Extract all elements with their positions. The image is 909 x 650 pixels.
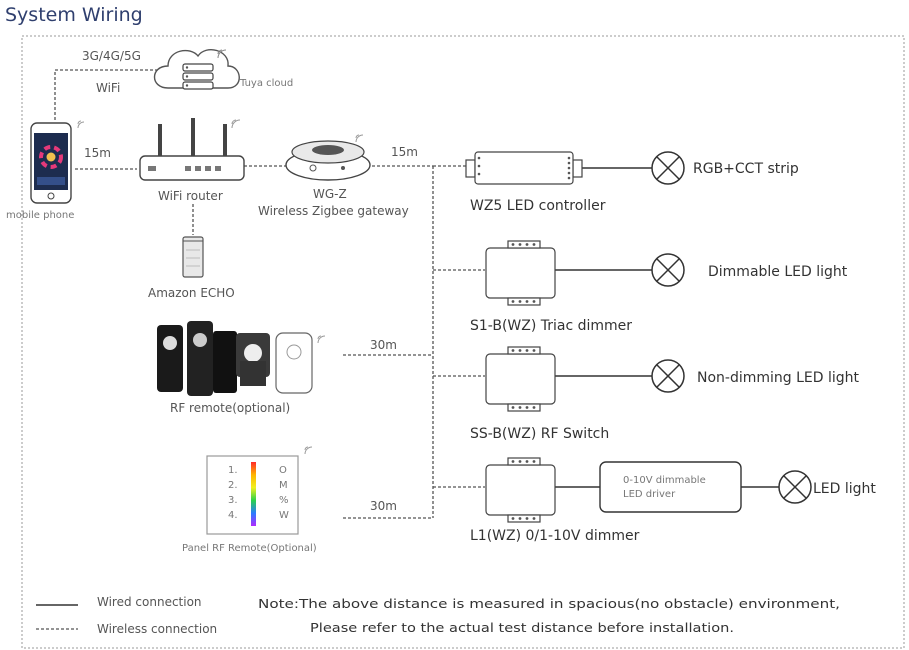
lamp-icon-dimmable xyxy=(651,253,685,287)
wifi-router-icon xyxy=(139,118,245,181)
smartphone-icon xyxy=(30,120,85,204)
driver-label-line1: 0-10V dimmable xyxy=(623,475,706,486)
note-line-2: Please refer to the actual test distance… xyxy=(310,621,734,635)
gateway-name: WG-Z xyxy=(313,187,347,201)
panel-key-white: W xyxy=(279,510,289,521)
diagram-title: System Wiring xyxy=(5,4,143,26)
legend-wireless-label: Wireless connection xyxy=(97,622,217,636)
led-driver-box xyxy=(599,461,742,513)
device-name-ssb: SS-B(WZ) RF Switch xyxy=(470,426,609,442)
panel-remote-label: Panel RF Remote(Optional) xyxy=(182,543,317,554)
panel-key-1: 1. xyxy=(228,465,238,476)
lamp-icon-rgbcct xyxy=(651,151,685,185)
legend: Wired connection Wireless connection xyxy=(36,595,217,636)
zigbee-gateway-icon xyxy=(285,134,371,181)
panel-key-2: 2. xyxy=(228,480,238,491)
gateway-label: Wireless Zigbee gateway xyxy=(258,204,409,218)
lamp-icon-led-light xyxy=(778,470,812,504)
echo-label: Amazon ECHO xyxy=(148,286,235,300)
panel-key-on: O xyxy=(279,465,287,476)
device-name-l1: L1(WZ) 0/1-10V dimmer xyxy=(470,528,640,544)
rf-remote-label: RF remote(optional) xyxy=(170,401,290,415)
l1-dimmer-icon xyxy=(485,457,556,523)
cloud-label: Tuya cloud xyxy=(239,78,293,89)
lamp-icon-non-dimming xyxy=(651,359,685,393)
distance-phone-router: 15m xyxy=(84,146,111,160)
panel-key-4: 4. xyxy=(228,510,238,521)
load-label-dimmable: Dimmable LED light xyxy=(708,264,848,280)
device-name-s1b: S1-B(WZ) Triac dimmer xyxy=(470,318,632,334)
router-label: WiFi router xyxy=(158,189,223,203)
s1b-dimmer-icon xyxy=(485,240,556,306)
network-label-wifi: WiFi xyxy=(96,81,120,95)
diagram-frame xyxy=(21,35,905,649)
phone-label: mobile phone xyxy=(6,210,74,221)
note-line-1: Note:The above distance is measured in s… xyxy=(258,597,840,611)
distance-rf-remote: 30m xyxy=(370,338,397,352)
load-label-led-light: LED light xyxy=(813,481,876,497)
panel-key-3: 3. xyxy=(228,495,238,506)
cloud-server-icon xyxy=(153,48,240,90)
distance-gateway-bus: 15m xyxy=(391,145,418,159)
wz5-controller-icon xyxy=(465,151,583,185)
rf-remote-icon xyxy=(157,321,326,396)
wired-links xyxy=(555,167,779,488)
distance-panel-remote: 30m xyxy=(370,499,397,513)
driver-label-line2: LED driver xyxy=(623,489,676,500)
panel-key-mode: M xyxy=(279,480,288,491)
ssb-switch-icon xyxy=(485,346,556,412)
network-label-cellular: 3G/4G/5G xyxy=(82,49,141,63)
load-label-rgbcct: RGB+CCT strip xyxy=(693,161,799,177)
panel-remote-icon xyxy=(206,446,313,535)
legend-wired-label: Wired connection xyxy=(97,595,202,609)
wireless-links xyxy=(54,69,485,519)
load-label-non-dimming: Non-dimming LED light xyxy=(697,370,860,386)
smart-speaker-icon xyxy=(182,236,204,278)
device-name-wz5: WZ5 LED controller xyxy=(470,198,606,214)
panel-key-percent: % xyxy=(279,495,289,506)
